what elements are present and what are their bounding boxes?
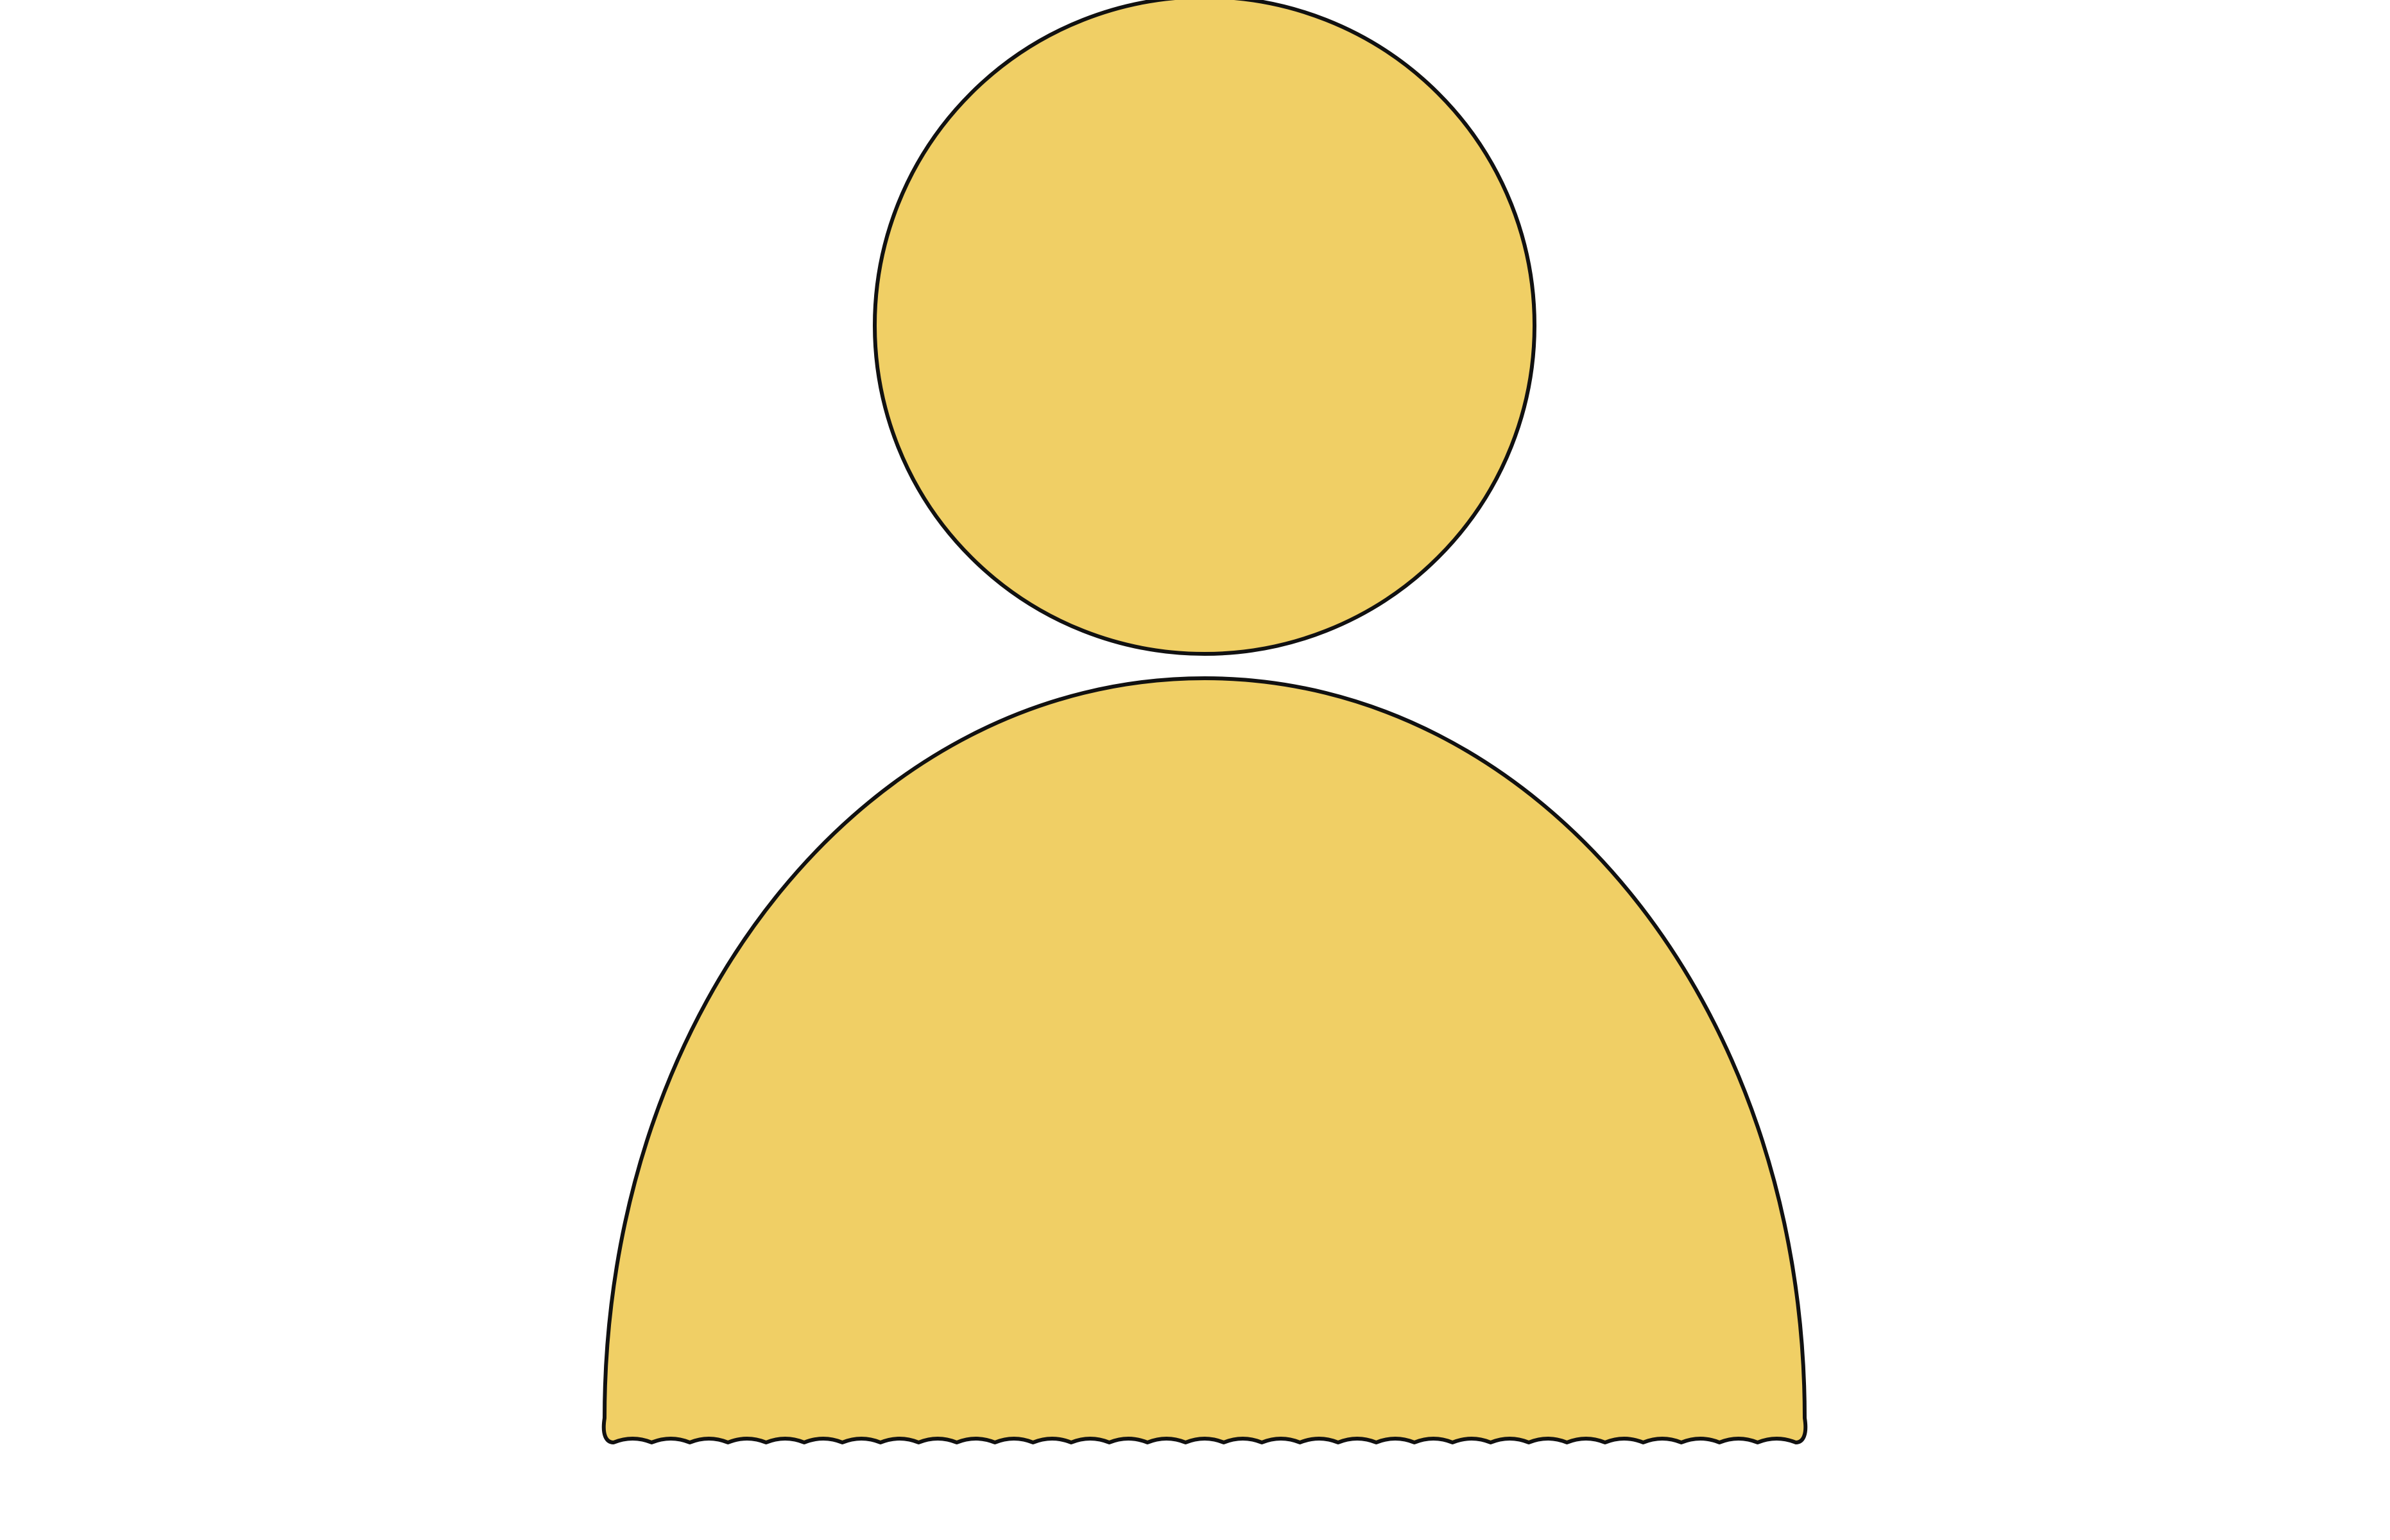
body-shape xyxy=(601,676,1808,1444)
head-shape xyxy=(873,0,1536,656)
person-figure xyxy=(601,0,1808,1444)
